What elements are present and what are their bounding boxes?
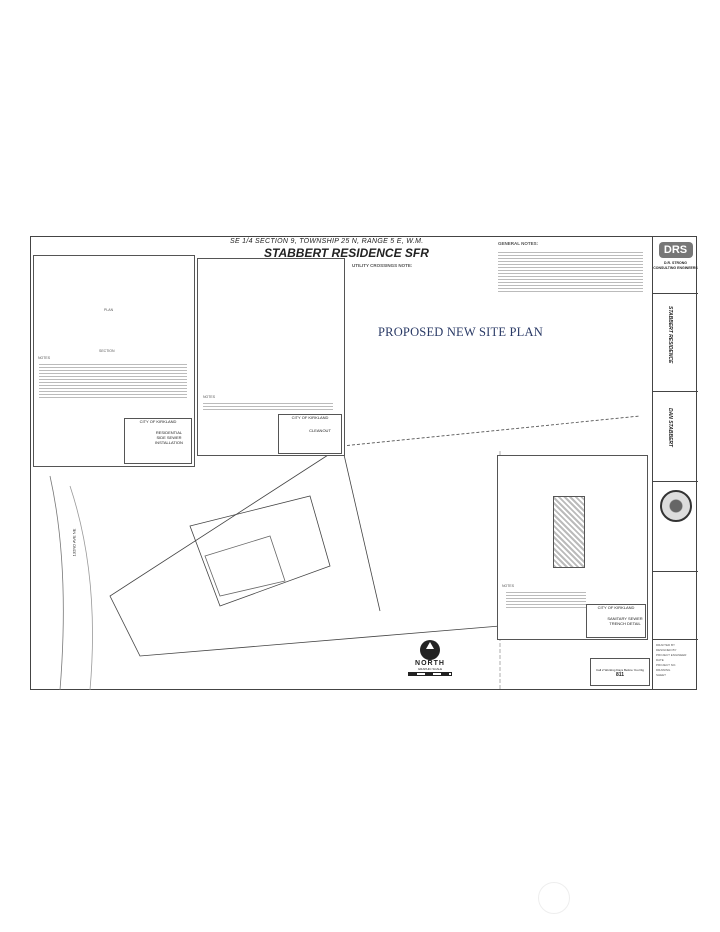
- general-notes-body: [498, 250, 643, 294]
- street-label: 132ND AVE NE: [71, 528, 77, 557]
- overlay-title: PROPOSED NEW SITE PLAN: [378, 325, 543, 339]
- north-arrow-icon: [420, 640, 440, 660]
- drawing-sheet: [30, 236, 697, 690]
- watermark-icon: [538, 882, 570, 914]
- engineer-seal: [659, 490, 692, 522]
- utility-note-heading: UTILITY CROSSINGS NOTE:: [352, 263, 413, 268]
- general-notes-heading: GENERAL NOTES:: [498, 241, 539, 246]
- site-plan-linework: [49, 415, 641, 690]
- drawing-title: STABBERT RESIDENCE SFR: [264, 246, 429, 260]
- north-arrow: NORTH GRAPHIC SCALE: [400, 640, 460, 677]
- firm-logo: DRS: [658, 242, 693, 258]
- location-text: SE 1/4 SECTION 9, TOWNSHIP 25 N, RANGE 5…: [230, 238, 424, 245]
- title-block: DRS D.R. STRONG CONSULTING ENGINEERS STA…: [652, 236, 698, 690]
- call-before-dig: Call 2 Working Days Before You Dig 811: [590, 658, 650, 686]
